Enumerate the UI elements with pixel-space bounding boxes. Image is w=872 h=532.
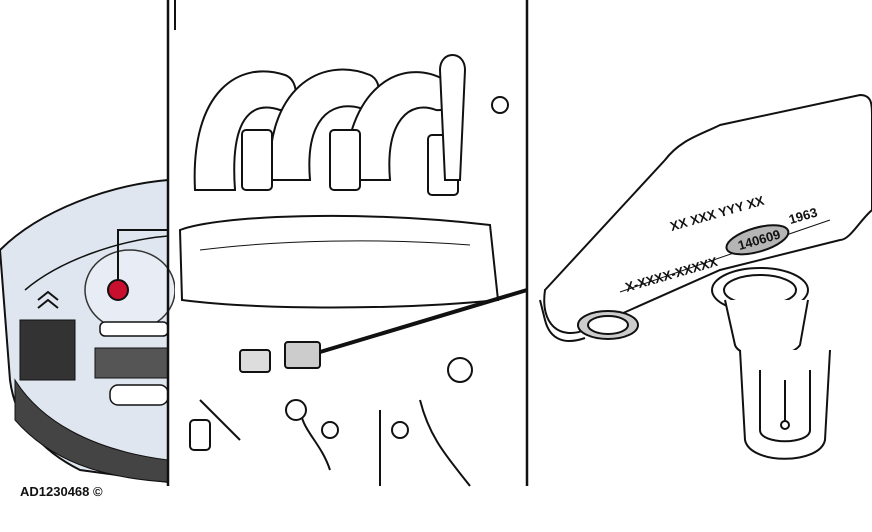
car-front-panel: [0, 178, 176, 484]
date-code-highlight: [725, 224, 790, 256]
engine-bay-panel: [175, 30, 528, 487]
reference-number: AD1230468 ©: [20, 484, 103, 499]
location-marker: [107, 279, 129, 301]
leader-line: [117, 229, 168, 285]
pointer-line: [319, 288, 528, 354]
sensor-panel: [539, 93, 872, 460]
